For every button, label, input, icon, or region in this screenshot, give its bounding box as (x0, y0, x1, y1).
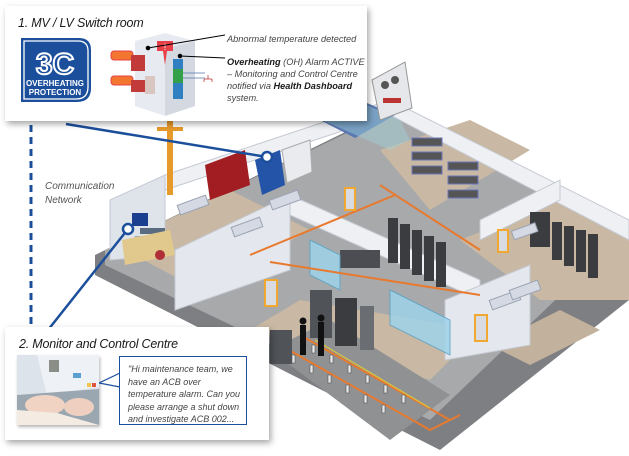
operator-keyboard-photo (17, 355, 99, 425)
comm-label-line1: Communication (45, 181, 115, 192)
doors (264, 187, 509, 342)
switch-room-title: 1. MV / LV Switch room (18, 16, 144, 30)
rooftop-chiller (371, 61, 413, 121)
glass-partitions (309, 239, 451, 356)
battery-racks (411, 137, 479, 199)
people-silhouettes (299, 314, 325, 356)
alarm-active-note: Overheating (OH) Alarm ACTIVE – Monitori… (227, 56, 367, 104)
wall-ac-units (176, 189, 542, 311)
control-room-desks (122, 213, 175, 265)
switch-room-node-icon (260, 150, 274, 164)
switch-room-transformer (205, 139, 313, 200)
control-centre-callout: 2. Monitor and Control Centre "Hi mainte… (5, 327, 269, 440)
switchgear-cabinet-illustration: ! (110, 33, 225, 116)
logo-line1: OVERHEATING (26, 79, 84, 88)
communication-network-label: Communication Network (45, 180, 114, 208)
control-room-node-icon (121, 222, 135, 236)
logo-mark: 3C (36, 48, 74, 81)
alarm-end-text: system. (227, 93, 259, 103)
dashboard-bold-text: Health Dashboard (273, 81, 353, 91)
overheating-busbar-icon (110, 50, 155, 94)
maintenance-message-bubble: "Hi maintenance team, we have an ACB ove… (119, 356, 247, 425)
alarm-mid-text: (OH) Alarm ACTIVE – Monitoring and Contr… (227, 57, 365, 91)
temperature-detected-note: Abnormal temperature detected (227, 34, 357, 44)
alarm-bold-text: Overheating (227, 57, 281, 67)
entrance-mat (490, 310, 600, 365)
maintenance-message-text: "Hi maintenance team, we have an ACB ove… (128, 364, 241, 424)
overheating-protection-3c-logo: 3C OVERHEATING PROTECTION (21, 38, 91, 102)
switch-room-link (65, 122, 268, 159)
svg-text:!: ! (164, 42, 167, 52)
overhead-pipes (249, 184, 481, 296)
communication-network-lines (29, 122, 274, 331)
comm-label-line2: Network (45, 195, 82, 206)
switch-room-callout: 1. MV / LV Switch room 3C OVERHEATING PR… (5, 6, 367, 121)
control-room-link (47, 228, 129, 331)
utility-pole (157, 120, 183, 195)
speech-bubble-tail (99, 372, 121, 388)
control-centre-title: 2. Monitor and Control Centre (19, 337, 178, 351)
network-icon (203, 75, 213, 82)
server-racks (270, 212, 598, 364)
logo-line2: PROTECTION (29, 88, 82, 97)
alarm-indicator-icon (157, 41, 173, 51)
raised-floor-pedestals (270, 320, 461, 440)
